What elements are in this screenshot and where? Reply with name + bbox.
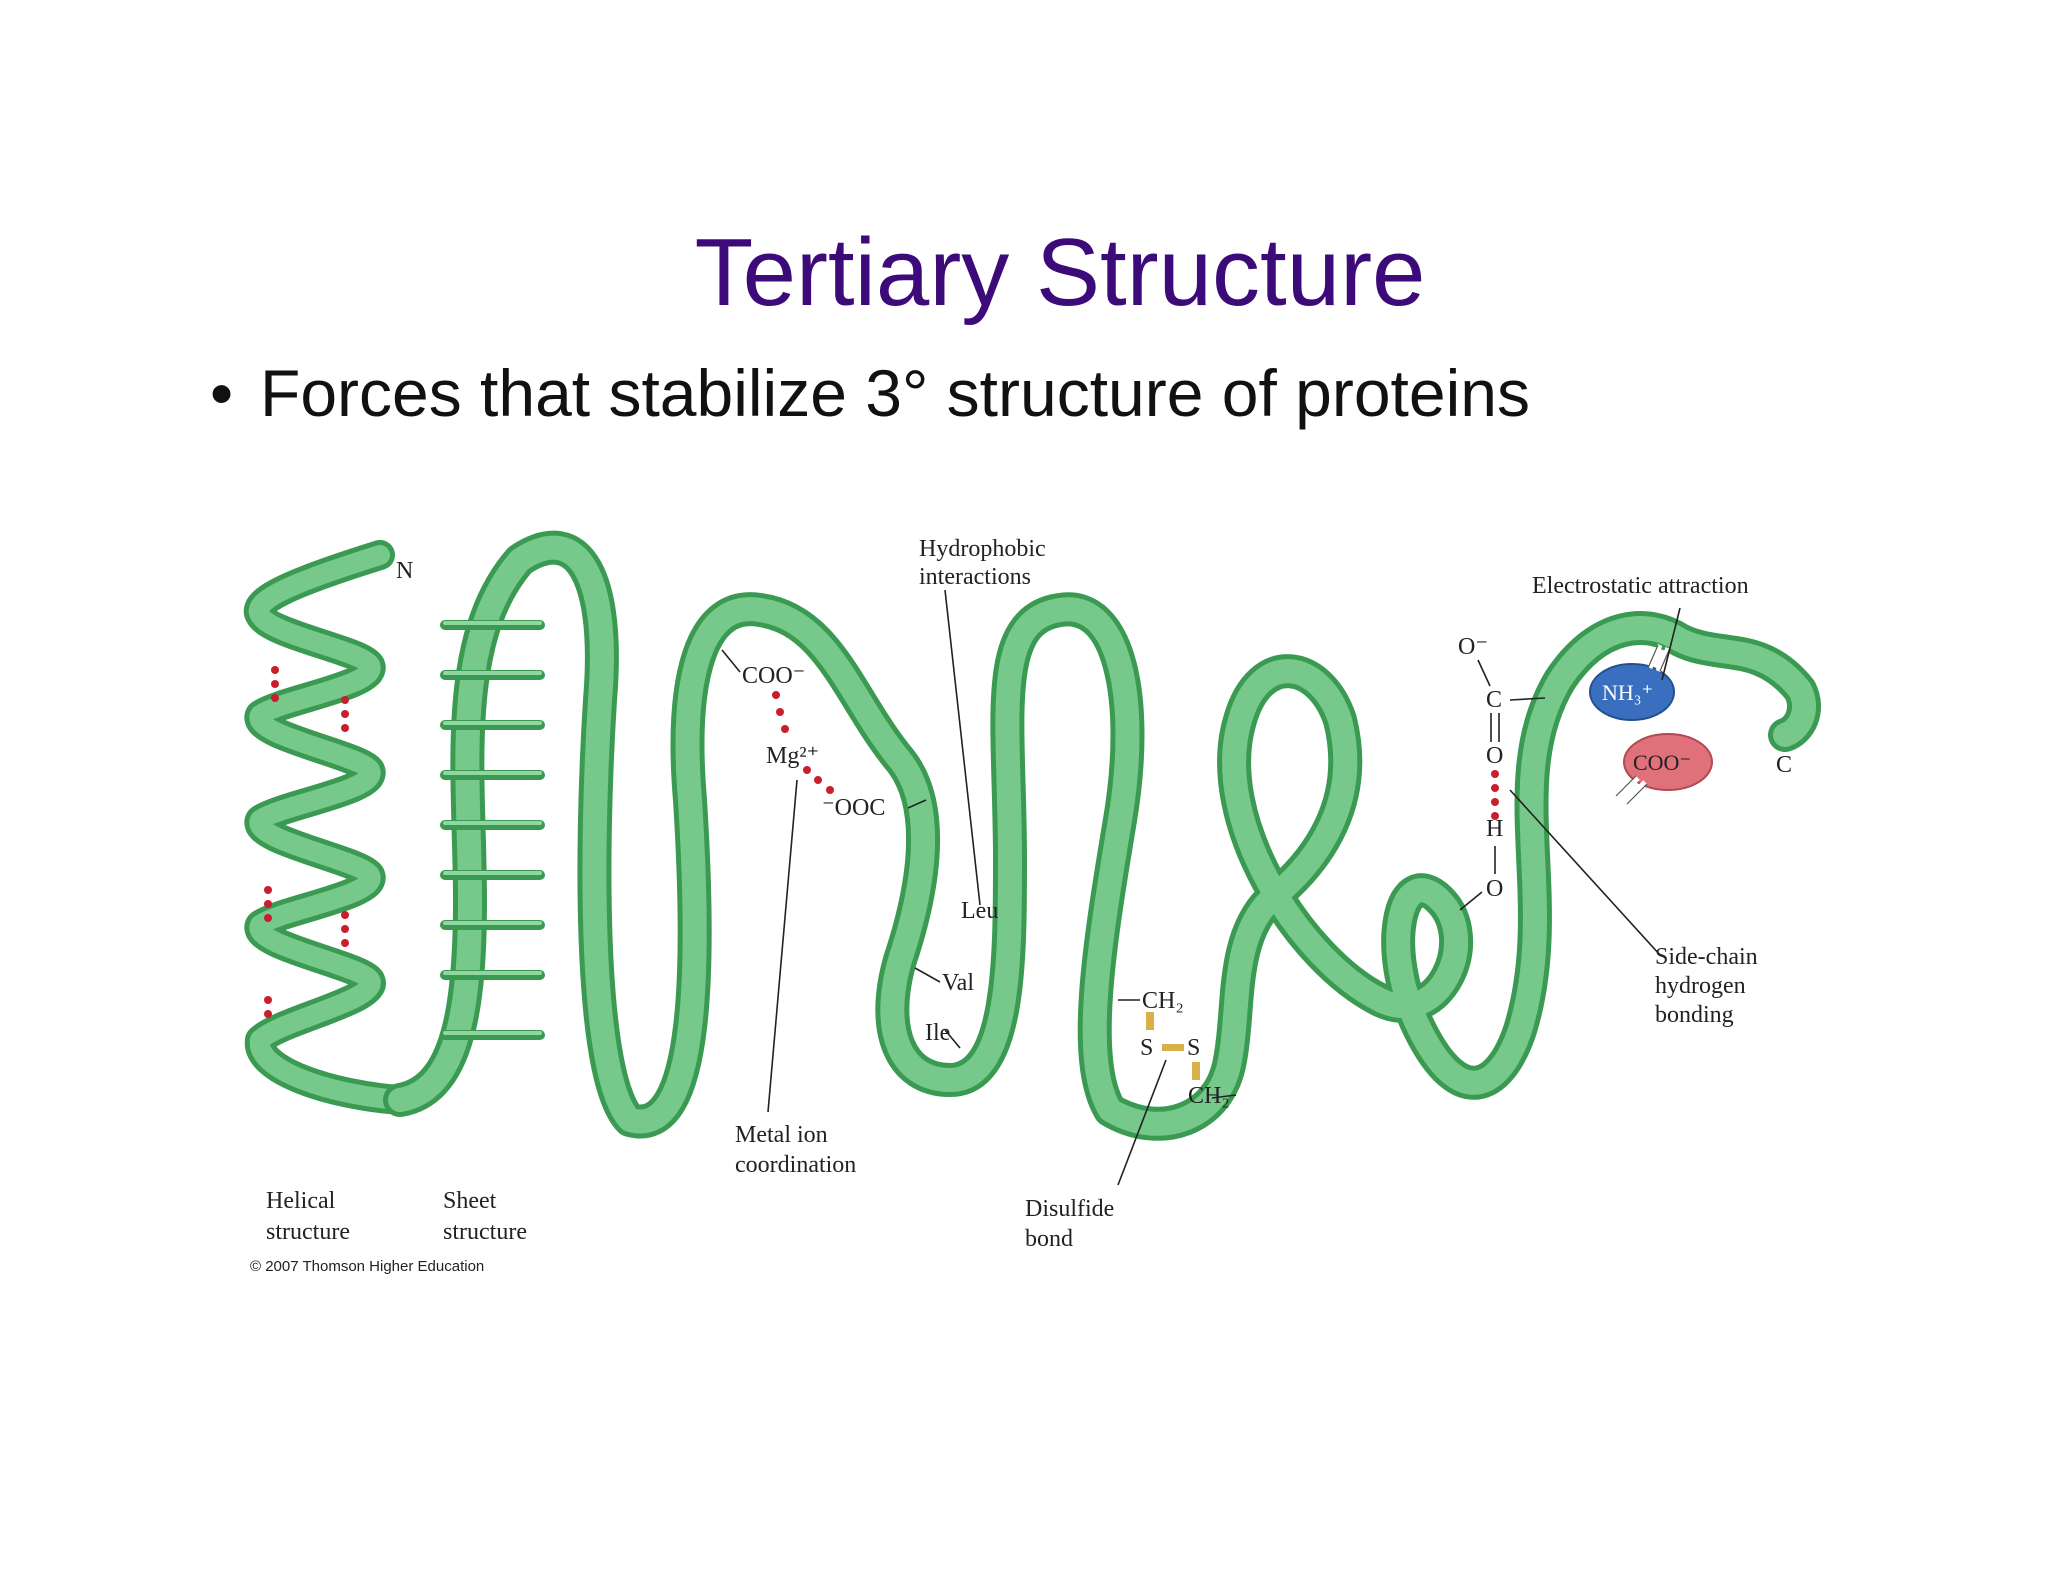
helical-label-line1: Helical	[266, 1188, 336, 1214]
helix-hbond-dots	[264, 666, 349, 1018]
disulfide-s-left-label: S	[1140, 1035, 1153, 1061]
disulfide-label-line1: Disulfide	[1025, 1196, 1114, 1222]
side-chain-label-line1: Side-chain	[1655, 944, 1758, 970]
disulfide-bond-mark-1	[1146, 1012, 1154, 1030]
hbond-o-bottom-label: O	[1486, 876, 1503, 902]
coo-ion	[1623, 733, 1713, 791]
residue-ile-label: Ile	[925, 1020, 950, 1046]
metal-ooc-label: ⁻OOC	[822, 795, 885, 821]
c-terminus-label: C	[1776, 752, 1792, 778]
metal-label-line1: Metal ion	[735, 1122, 828, 1148]
hbond-site: O⁻ C O H O	[1458, 634, 1661, 956]
nh3-ion	[1589, 663, 1675, 721]
metal-coo-label: COO⁻	[742, 663, 805, 689]
disulfide-site: CH₂ S S CH₂	[1117, 988, 1237, 1186]
residue-val-label: Val	[942, 970, 974, 996]
nh3-ion-label: NH₃⁺	[1602, 680, 1653, 705]
metal-label-line2: coordination	[735, 1152, 856, 1178]
electrostatic-site: NH₃⁺ COO⁻	[1589, 607, 1713, 805]
sheet-label-line1: Sheet	[443, 1188, 497, 1214]
disulfide-bond-mark-2	[1162, 1044, 1184, 1051]
hbond-o-double-label: O	[1486, 743, 1503, 769]
hydrophobic-site: Leu Val Ile	[914, 589, 998, 1049]
electrostatic-label: Electrostatic attraction	[1532, 573, 1749, 599]
slide-title: Tertiary Structure	[694, 219, 1426, 326]
disulfide-bond-mark-3	[1192, 1062, 1200, 1080]
coo-ion-label: COO⁻	[1633, 750, 1691, 775]
metal-coordination-dots	[772, 691, 834, 794]
bullet-item: • Forces that stabilize 3° structure of p…	[210, 355, 1530, 431]
hbond-h-label: H	[1486, 816, 1503, 842]
metal-ion-site: COO⁻ Mg²⁺ ⁻OOC	[721, 649, 927, 1113]
helical-label-line2: structure	[266, 1219, 350, 1245]
side-chain-label-line3: bonding	[1655, 1002, 1734, 1028]
n-terminus-label: N	[396, 558, 413, 584]
disulfide-ch2-top-label: CH₂	[1142, 988, 1184, 1014]
bullet-dot-icon: •	[210, 356, 234, 430]
hbond-o-minus-label: O⁻	[1458, 634, 1488, 660]
disulfide-s-right-label: S	[1187, 1035, 1200, 1061]
disulfide-label-line2: bond	[1025, 1226, 1073, 1252]
protein-backbone	[383, 530, 1821, 1141]
hbond-c-label: C	[1486, 687, 1502, 713]
side-chain-hbond-dots	[1491, 770, 1499, 820]
sheet-rungs-highlight	[443, 621, 542, 1035]
copyright-text: © 2007 Thomson Higher Education	[250, 1258, 484, 1275]
hydrophobic-label-line1: Hydrophobic	[919, 536, 1046, 562]
hydrophobic-label-line2: interactions	[919, 564, 1031, 590]
sheet-label-line2: structure	[443, 1219, 527, 1245]
side-chain-label-line2: hydrogen	[1655, 973, 1746, 999]
bullet-text: Forces that stabilize 3° structure of pr…	[260, 356, 1530, 430]
mg-ion-label: Mg²⁺	[766, 743, 819, 769]
alpha-helix	[244, 540, 415, 1115]
